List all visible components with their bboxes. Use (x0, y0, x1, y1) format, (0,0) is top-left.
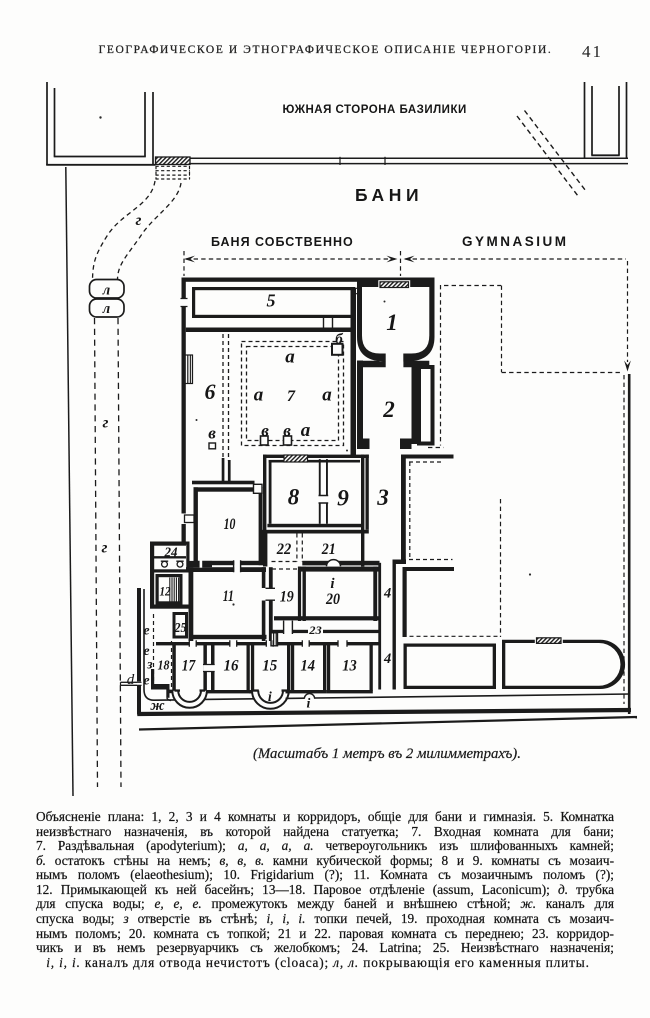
svg-text:24: 24 (164, 545, 178, 560)
svg-text:е: е (143, 674, 149, 689)
svg-text:в: в (283, 421, 291, 440)
svg-text:е: е (143, 644, 149, 659)
svg-text:ж: ж (150, 698, 164, 714)
svg-text:4: 4 (383, 651, 391, 667)
svg-text:і: і (307, 697, 311, 712)
svg-text:17: 17 (182, 658, 197, 675)
svg-text:12: 12 (160, 584, 171, 599)
svg-text:22: 22 (276, 539, 291, 558)
svg-text:11: 11 (223, 586, 234, 605)
svg-text:19: 19 (280, 587, 294, 606)
svg-text:а: а (301, 420, 311, 441)
svg-text:б: б (335, 332, 343, 348)
svg-text:5: 5 (267, 291, 276, 311)
svg-text:з: з (146, 658, 153, 673)
svg-text:23: 23 (308, 623, 322, 637)
svg-text:3: 3 (376, 485, 389, 510)
svg-text:4: 4 (383, 586, 391, 602)
svg-text:е: е (143, 624, 149, 639)
svg-text:7: 7 (287, 386, 296, 405)
svg-text:18: 18 (158, 659, 170, 674)
svg-text:10: 10 (224, 514, 236, 533)
svg-text:14: 14 (301, 658, 316, 675)
svg-text:25: 25 (174, 620, 187, 635)
svg-text:20: 20 (325, 589, 340, 608)
svg-text:а: а (254, 385, 264, 406)
svg-text:в: в (261, 421, 269, 440)
svg-text:а: а (285, 347, 295, 368)
svg-text:г: г (103, 415, 109, 432)
svg-text:8: 8 (288, 485, 300, 510)
svg-text:і: і (268, 690, 272, 705)
svg-text:в: в (208, 424, 216, 443)
svg-text:16: 16 (224, 658, 239, 675)
svg-text:21: 21 (321, 539, 336, 558)
svg-text:і: і (330, 576, 335, 592)
svg-text:15: 15 (262, 658, 277, 675)
svg-text:6: 6 (205, 379, 216, 404)
svg-text:л: л (102, 283, 110, 299)
svg-text:13: 13 (342, 658, 357, 675)
svg-text:d: d (127, 672, 135, 688)
svg-text:г: г (102, 540, 108, 557)
svg-text:2: 2 (382, 397, 395, 422)
svg-text:1: 1 (386, 310, 398, 335)
svg-text:а: а (322, 385, 332, 406)
svg-text:г: г (136, 212, 142, 229)
svg-text:л: л (102, 301, 110, 317)
svg-text:9: 9 (337, 486, 349, 512)
